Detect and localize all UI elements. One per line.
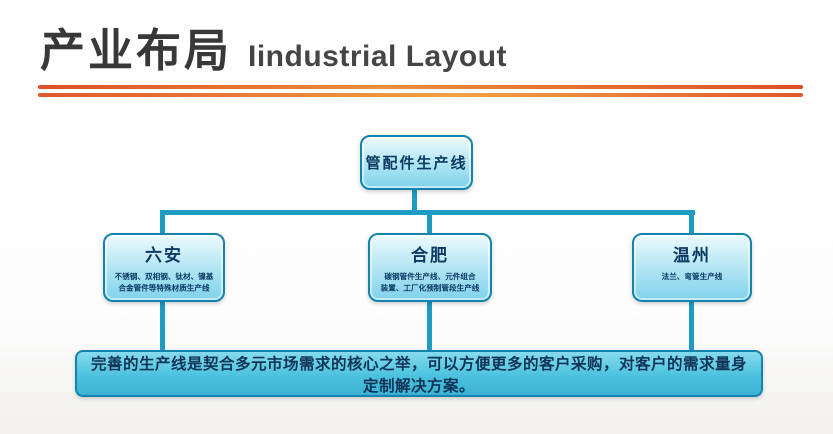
node-wenzhou-label: 温州 [673,246,711,265]
connector-root-vertical [412,188,417,214]
summary-text: 完善的生产线是契合多元市场需求的核心之举，可以方便更多的客户采购，对客户的需求量… [90,355,747,395]
node-luan-desc-line1: 不锈钢、双相钢、钛材、镍基 [114,272,214,282]
node-pipe-fitting-line-label: 管配件生产线 [365,155,468,172]
page-title-english: Iindustrial Layout [248,40,508,73]
node-luan-desc: 不锈钢、双相钢、钛材、镍基 合金管件等特殊材质生产线 [115,272,214,295]
node-hefei-desc-line1: 碳钢管件生产线、元件组合 [384,272,476,282]
node-wenzhou-desc: 法兰、弯管生产线 [662,271,723,282]
node-hefei: 合肥 碳钢管件生产线、元件组合 装置、工厂化预制管段生产线 [368,233,492,302]
node-hefei-desc-line2: 装置、工厂化预制管段生产线 [380,283,480,293]
connector-stub-luan [160,210,165,238]
node-luan-label: 六安 [145,246,183,265]
node-wenzhou-desc-line1: 法兰、弯管生产线 [661,272,723,281]
connector-stub-hefei [427,210,432,238]
node-hefei-label: 合肥 [411,246,449,265]
node-luan: 六安 不锈钢、双相钢、钛材、镍基 合金管件等特殊材质生产线 [103,233,225,302]
connector-down-wenzhou [689,298,694,354]
accent-rule-top [38,85,803,89]
page-title-chinese: 产业布局 [40,25,233,76]
connector-stub-wenzhou [689,210,694,238]
node-pipe-fitting-line: 管配件生产线 [360,135,473,190]
node-hefei-desc: 碳钢管件生产线、元件组合 装置、工厂化预制管段生产线 [381,272,480,295]
node-wenzhou: 温州 法兰、弯管生产线 [632,233,752,302]
connector-down-luan [160,298,165,354]
summary-bar: 完善的生产线是契合多元市场需求的核心之举，可以方便更多的客户采购，对客户的需求量… [75,350,763,397]
connector-down-hefei [427,298,432,354]
accent-rule-bottom [38,93,803,97]
node-luan-desc-line2: 合金管件等特殊材质生产线 [118,283,210,293]
header: 产业布局 Iindustrial Layout [40,14,507,79]
